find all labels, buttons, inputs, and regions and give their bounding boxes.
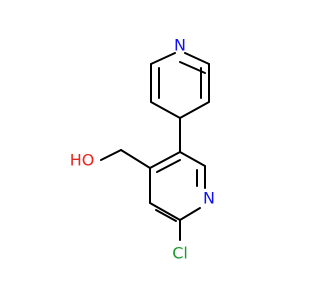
bond	[155, 209, 177, 222]
structure-drawing: N N Cl HO	[70, 36, 215, 263]
ring-ch2-bond	[120, 149, 151, 169]
bond	[179, 151, 206, 167]
chlorine-label: Cl	[172, 244, 188, 263]
bond	[179, 101, 210, 119]
bond	[184, 52, 210, 65]
ch2-o-bond	[100, 149, 122, 161]
nitrogen-label-top: N	[174, 36, 186, 55]
bond	[179, 61, 206, 74]
top-pyridine-ring	[150, 52, 210, 119]
bond	[149, 202, 181, 221]
nitrogen-label-ring: N	[203, 189, 215, 208]
bond	[156, 159, 181, 173]
bottom-pyridine-ring	[149, 151, 206, 222]
bond	[150, 52, 176, 65]
bond	[179, 207, 201, 221]
bond	[149, 151, 181, 169]
molecule-canvas: N N Cl HO	[70, 36, 215, 263]
hydroxyl-label: HO	[70, 151, 95, 170]
bond	[150, 101, 181, 119]
